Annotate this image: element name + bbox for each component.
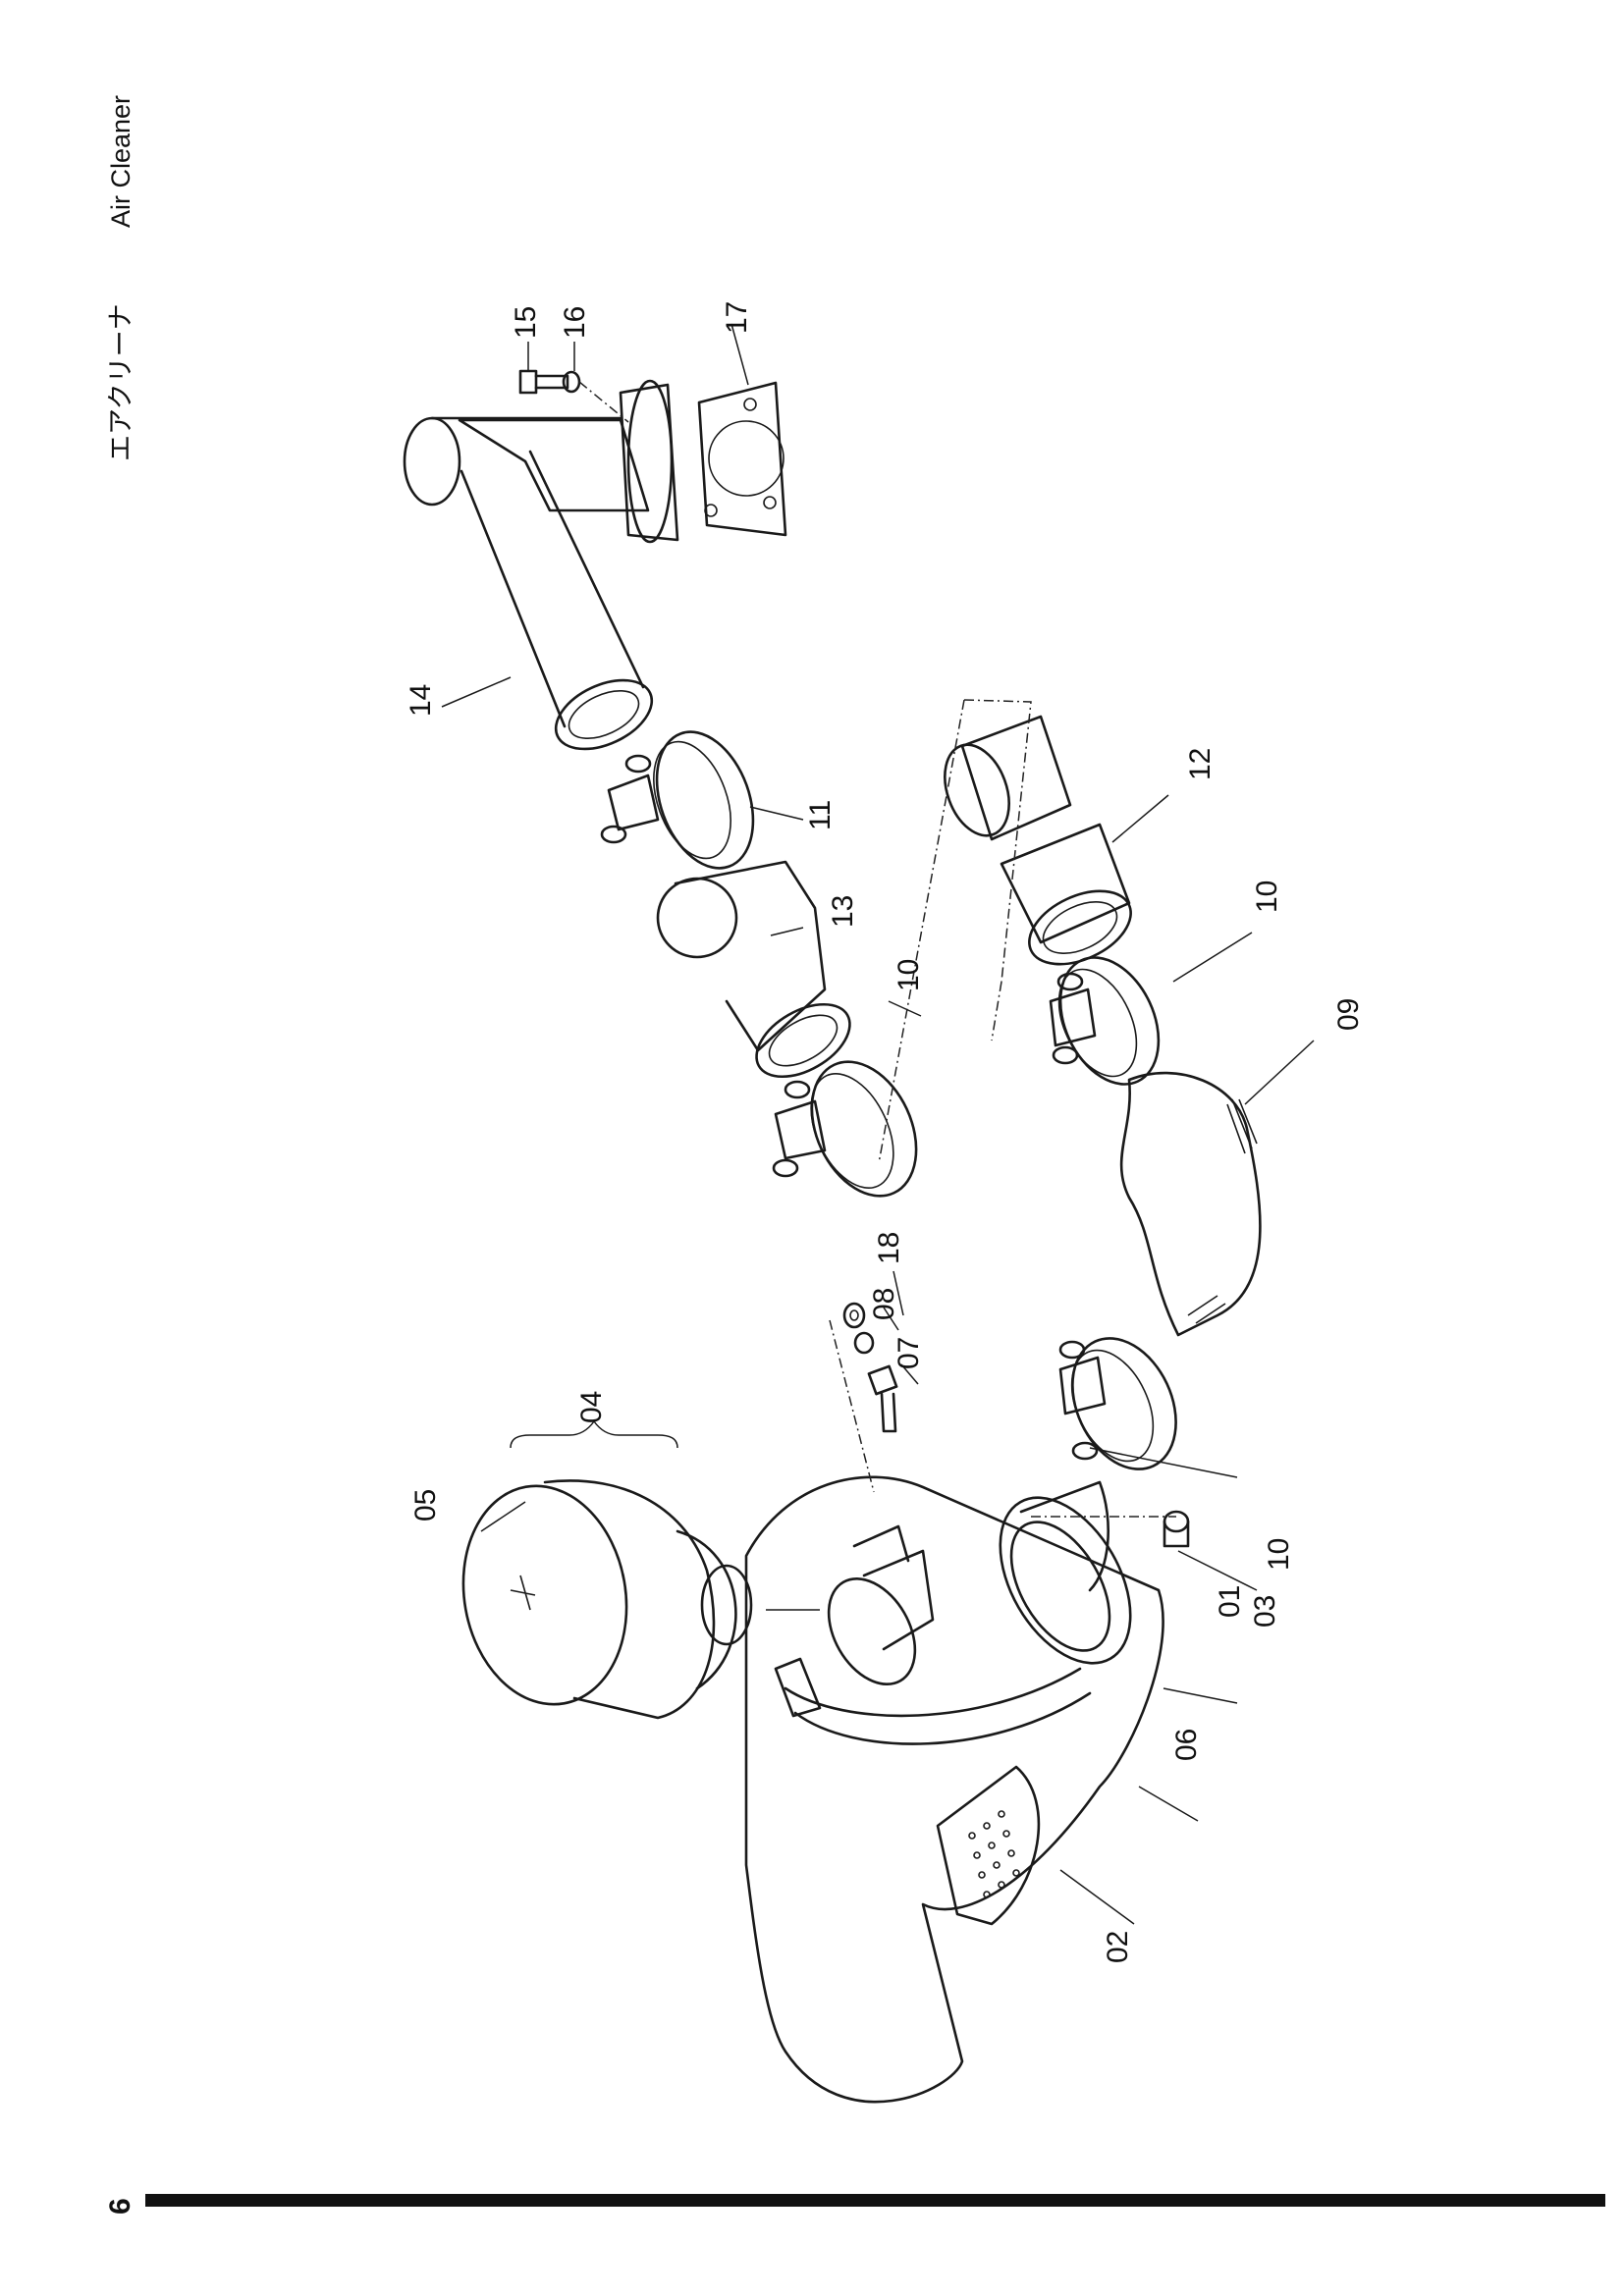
part-08-lock-washer <box>853 1331 875 1355</box>
part-02-mesh-guard <box>936 1765 1041 1926</box>
part-11-hose-clamp <box>600 730 755 870</box>
callout-06: 06 <box>1170 1729 1203 1761</box>
callout-11: 11 <box>804 800 837 830</box>
callout-10-b: 10 <box>1251 881 1283 913</box>
callout-07: 07 <box>893 1337 925 1369</box>
callout-09: 09 <box>1332 998 1365 1031</box>
callout-12: 12 <box>1184 748 1217 780</box>
part-13-connector-tube <box>656 860 851 1079</box>
callout-10-c: 10 <box>1263 1538 1295 1571</box>
callout-02: 02 <box>1102 1931 1134 1963</box>
callout-03: 03 <box>1249 1595 1281 1628</box>
bottom-rule <box>145 2194 1605 2207</box>
callout-05: 05 <box>409 1489 442 1522</box>
callout-01: 01 <box>1214 1585 1246 1618</box>
callout-15: 15 <box>510 306 542 339</box>
part-16-washer <box>562 370 581 394</box>
callout-16: 16 <box>559 306 591 339</box>
part-01-cleaner-body <box>744 1475 1164 2104</box>
part-14-elbow-tube <box>403 379 679 751</box>
part-10-hose-clamp-middle <box>772 1060 918 1198</box>
part-09-curved-hose <box>1119 1071 1262 1337</box>
callout-13: 13 <box>827 895 859 928</box>
part-07-bolt <box>867 1364 898 1433</box>
part-18-washer <box>842 1302 866 1329</box>
part-17-gasket <box>697 381 787 537</box>
part-10-hose-clamp-upper <box>1049 956 1161 1086</box>
title-english: Air Cleaner <box>106 95 135 228</box>
callout-10-a: 10 <box>893 959 925 991</box>
callout-17: 17 <box>721 301 753 334</box>
leader-lines <box>441 323 1315 1925</box>
part-10-hose-clamp-lower <box>1058 1337 1177 1470</box>
title-japanese: エアクリーナ <box>106 303 135 461</box>
callout-08: 08 <box>868 1288 900 1320</box>
part-15-bolt <box>518 369 569 395</box>
part-05-precleaner-cap <box>461 1479 753 1720</box>
callout-18: 18 <box>873 1232 905 1264</box>
callout-04: 04 <box>575 1391 608 1423</box>
part-03-plug <box>1163 1510 1190 1548</box>
callout-14: 14 <box>405 684 437 717</box>
page-number: 6 <box>104 2198 136 2215</box>
brace-04 <box>510 1419 678 1449</box>
part-12-hose-sleeve <box>944 715 1132 966</box>
part-06-band <box>784 1667 1092 1745</box>
